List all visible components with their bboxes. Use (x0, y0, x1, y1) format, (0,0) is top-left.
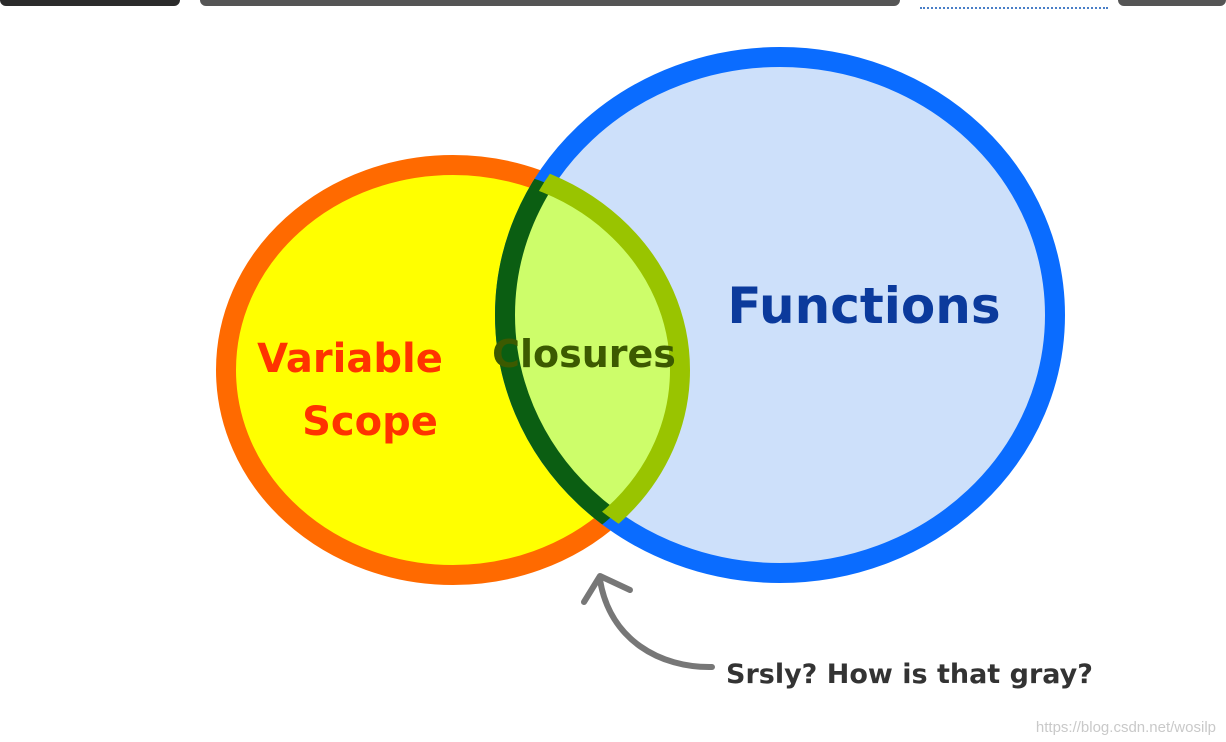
cropped-text-fragment (1118, 0, 1226, 6)
functions-label: Functions (727, 277, 1000, 335)
cropped-text-strip (0, 0, 1226, 12)
annotation-arrow (597, 577, 715, 671)
annotation-arrowhead (581, 573, 633, 605)
cropped-text-fragment (200, 0, 900, 6)
variable-scope-label-line1: Variable (257, 336, 443, 382)
annotation-text: Srsly? How is that gray? (726, 659, 1093, 690)
closures-label: Closures (492, 332, 676, 376)
watermark-url: https://blog.csdn.net/wosilp (1035, 719, 1216, 736)
cropped-link-underline[interactable] (920, 7, 1108, 9)
variable-scope-label-line2: Scope (302, 399, 438, 445)
cropped-text-fragment (0, 0, 180, 6)
closures-arc-light (505, 155, 690, 573)
closures-arc-dark (495, 165, 680, 575)
